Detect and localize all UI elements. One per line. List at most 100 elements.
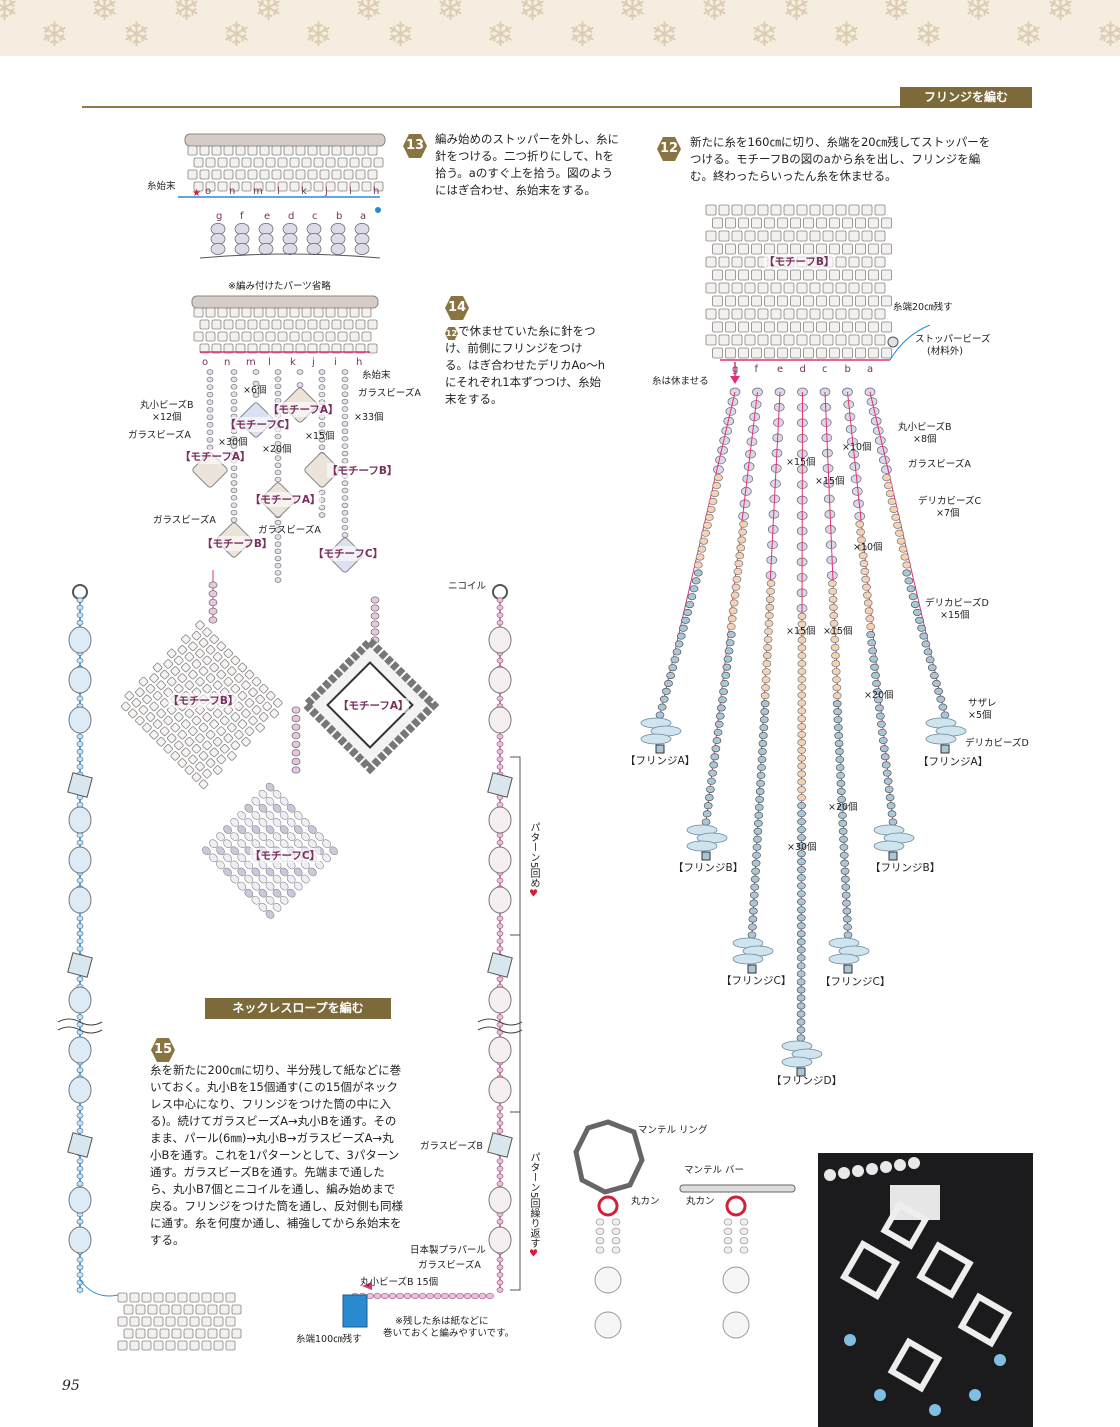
bead bbox=[762, 652, 772, 660]
photo-sazare bbox=[874, 1389, 886, 1401]
fig14-motif-label: 【モチーフB】 bbox=[202, 536, 273, 551]
snowflake-icon: ❄ bbox=[1014, 15, 1043, 55]
bead bbox=[836, 787, 846, 795]
bead-letter: a bbox=[867, 364, 873, 375]
bead bbox=[354, 223, 370, 235]
bead-letter: e bbox=[264, 211, 270, 222]
seed-bead bbox=[220, 715, 230, 726]
bead bbox=[726, 631, 736, 639]
bead bbox=[762, 660, 772, 668]
bead bbox=[403, 1292, 412, 1300]
bead bbox=[244, 874, 254, 884]
seed-bead bbox=[149, 729, 159, 740]
bead bbox=[258, 818, 268, 827]
bead bbox=[381, 1292, 389, 1300]
bead bbox=[829, 619, 839, 628]
bead bbox=[373, 1292, 382, 1300]
seed-bead bbox=[319, 145, 330, 156]
fig12-label-delica-d: デリカビーズD bbox=[925, 598, 989, 609]
bead bbox=[932, 679, 941, 687]
bead bbox=[796, 1026, 806, 1034]
pearl-bead bbox=[852, 1165, 864, 1177]
bead bbox=[206, 399, 214, 405]
seed-bead bbox=[117, 1316, 128, 1327]
bead bbox=[797, 834, 806, 842]
bead bbox=[341, 384, 349, 390]
seed-bead bbox=[770, 334, 782, 346]
bead bbox=[879, 745, 889, 753]
seed-bead bbox=[881, 217, 892, 229]
pearl-label: 日本製プラパール bbox=[410, 1245, 486, 1256]
seed-bead bbox=[361, 181, 372, 192]
seed-bead bbox=[307, 343, 318, 354]
seed-bead bbox=[211, 319, 222, 330]
bead bbox=[223, 825, 232, 834]
bead bbox=[76, 1014, 84, 1020]
seed-bead bbox=[237, 719, 248, 729]
bead bbox=[758, 740, 768, 748]
bead bbox=[755, 787, 765, 795]
seed-bead bbox=[881, 321, 892, 333]
seed-bead bbox=[319, 169, 330, 180]
bead bbox=[611, 1246, 621, 1254]
seed-bead bbox=[289, 157, 300, 168]
bead bbox=[739, 1246, 749, 1254]
glass-cube-bead bbox=[67, 1132, 93, 1158]
bead bbox=[244, 818, 254, 827]
pearl-bead bbox=[68, 706, 92, 734]
bead bbox=[76, 1256, 84, 1263]
seed-bead bbox=[159, 669, 170, 680]
seed-bead bbox=[881, 269, 892, 281]
bead bbox=[322, 839, 331, 849]
bead bbox=[76, 695, 84, 702]
seed-bead bbox=[764, 243, 775, 255]
seed-bead bbox=[201, 1292, 212, 1303]
bead-letter: a bbox=[360, 211, 366, 222]
seed-bead bbox=[842, 321, 853, 333]
seed-bead bbox=[156, 737, 166, 747]
bead bbox=[854, 511, 866, 521]
bead bbox=[76, 764, 84, 770]
seed-bead bbox=[255, 694, 265, 705]
bead bbox=[739, 1237, 749, 1245]
seed-bead bbox=[803, 295, 814, 307]
delica-bead bbox=[796, 1067, 806, 1077]
bead bbox=[862, 591, 872, 599]
seed-bead bbox=[198, 722, 209, 733]
bead bbox=[797, 667, 807, 676]
bead bbox=[882, 769, 892, 777]
bead bbox=[611, 1227, 621, 1235]
seed-bead bbox=[835, 308, 847, 320]
bead bbox=[882, 474, 891, 482]
bead bbox=[282, 243, 298, 255]
seed-bead bbox=[855, 269, 866, 281]
seed-bead bbox=[265, 307, 276, 318]
seed-bead bbox=[265, 157, 276, 168]
seed-bead bbox=[141, 1316, 152, 1327]
seed-bead bbox=[313, 307, 324, 318]
bead bbox=[760, 708, 770, 716]
bead bbox=[841, 875, 850, 883]
seed-bead bbox=[269, 708, 279, 719]
seed-bead bbox=[874, 334, 886, 346]
motif-diamond bbox=[304, 452, 340, 488]
seed-bead bbox=[744, 204, 756, 216]
seed-bead bbox=[220, 744, 230, 754]
bead-letter: j bbox=[324, 186, 328, 197]
bead bbox=[76, 877, 84, 884]
seed-bead bbox=[191, 744, 202, 754]
bead bbox=[856, 528, 865, 536]
fringe-label: 【フリンジB】 bbox=[673, 862, 744, 874]
bead bbox=[880, 753, 890, 761]
seed-bead bbox=[777, 243, 788, 255]
bead bbox=[724, 647, 734, 655]
bead bbox=[496, 657, 504, 664]
bead bbox=[831, 660, 841, 668]
bead bbox=[697, 545, 707, 553]
bead bbox=[739, 1218, 749, 1226]
seed-bead bbox=[861, 204, 873, 216]
seed-bead bbox=[159, 1304, 170, 1315]
delica-bead bbox=[701, 851, 711, 861]
seed-bead bbox=[301, 307, 312, 318]
heart-icon: ♥ bbox=[528, 888, 539, 900]
